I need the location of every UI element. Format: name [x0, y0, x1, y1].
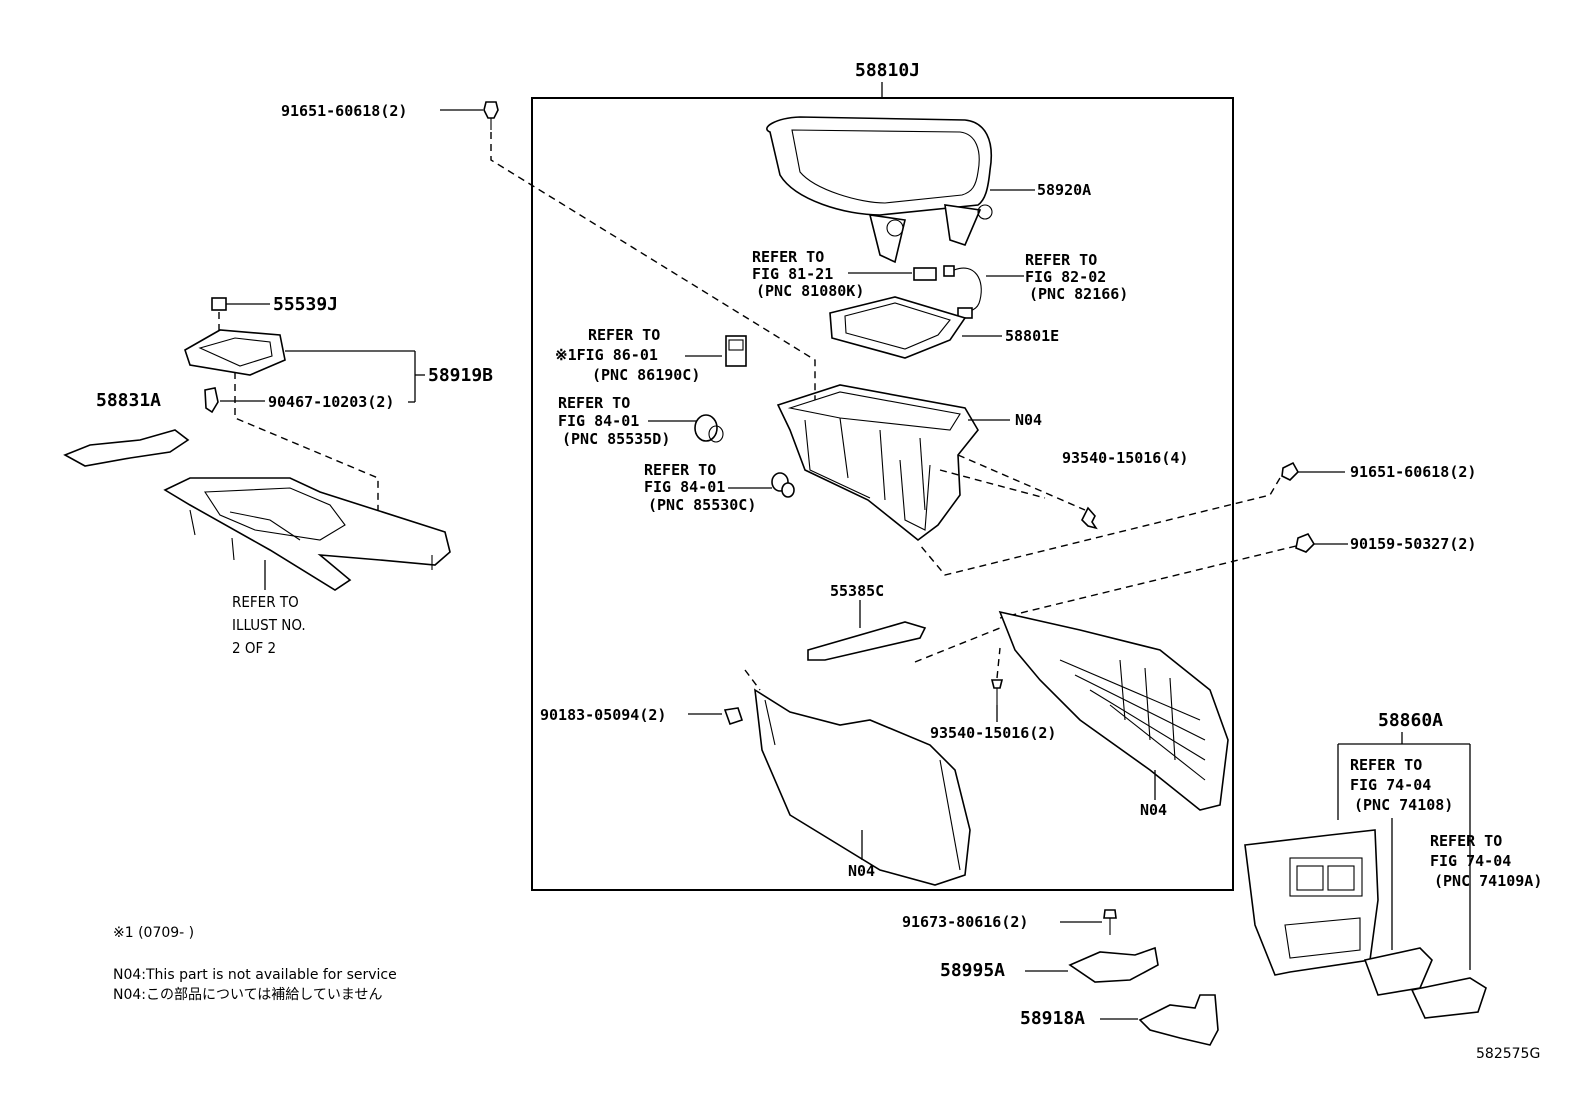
- inner-tray: [829, 296, 967, 359]
- refer-fig-84-01-b: REFER TO FIG 84-01 (PNC 85530C): [644, 461, 756, 514]
- label-bracket-58995a: 58995A: [940, 960, 1005, 981]
- note-n04-en: N04:This part is not available for servi…: [113, 967, 397, 983]
- svg-text:REFER TO: REFER TO: [232, 593, 299, 611]
- svg-text:REFER TO: REFER TO: [558, 394, 630, 412]
- svg-text:REFER TO: REFER TO: [1350, 756, 1422, 774]
- refer-fig-81-21: REFER TO FIG 81-21 (PNC 81080K): [752, 248, 864, 300]
- svg-text:REFER TO: REFER TO: [1025, 251, 1097, 269]
- label-side-panel-right: N04: [1140, 801, 1167, 819]
- bracket-55385c: [807, 621, 927, 661]
- label-right-bolt: 91651-60618(2): [1350, 463, 1476, 481]
- label-nut-clip: 90183-05094(2): [540, 706, 666, 724]
- svg-text:(PNC 85535D): (PNC 85535D): [562, 430, 670, 448]
- svg-text:(PNC 74109A): (PNC 74109A): [1434, 872, 1542, 890]
- svg-text:FIG 74-04: FIG 74-04: [1350, 776, 1431, 794]
- rear-insert-a: [1363, 947, 1433, 996]
- bracket-58995a: [1068, 946, 1159, 983]
- refer-fig-84-01-a: REFER TO FIG 84-01 (PNC 85535D): [558, 394, 670, 448]
- label-screw-2: 93540-15016(2): [930, 724, 1056, 742]
- svg-text:REFER TO: REFER TO: [1430, 832, 1502, 850]
- side-panel-right: [998, 610, 1229, 811]
- svg-text:FIG 81-21: FIG 81-21: [752, 265, 833, 283]
- label-clip-90467: 90467-10203(2): [268, 393, 394, 411]
- console-top-panel: [163, 477, 451, 591]
- rear-vent-panel: [1244, 829, 1379, 976]
- svg-text:ILLUST NO.: ILLUST NO.: [232, 616, 306, 634]
- svg-text:FIG 74-04: FIG 74-04: [1430, 852, 1511, 870]
- label-trim-58831a: 58831A: [96, 390, 161, 411]
- label-console-box-body: N04: [1015, 411, 1042, 429]
- svg-text:(PNC 85530C): (PNC 85530C): [648, 496, 756, 514]
- label-bolt-91673: 91673-80616(2): [902, 913, 1028, 931]
- trim-58831a: [63, 429, 190, 467]
- bracket-58918a: [1138, 994, 1219, 1046]
- shift-panel: [184, 329, 286, 376]
- label-screw-4: 93540-15016(4): [1062, 449, 1188, 467]
- armrest-lid: [766, 116, 993, 264]
- assembly-label: 58810J: [855, 60, 920, 81]
- refer-fig-74-04-b: REFER TO FIG 74-04 (PNC 74109A): [1430, 832, 1542, 890]
- label-rear-panel: 58860A: [1378, 710, 1443, 731]
- svg-text:REFER TO: REFER TO: [588, 326, 660, 344]
- label-armrest-lid: 58920A: [1037, 181, 1091, 199]
- svg-text:(PNC 82166): (PNC 82166): [1029, 285, 1128, 303]
- label-plug: 55539J: [273, 294, 338, 315]
- label-right-screw: 90159-50327(2): [1350, 535, 1476, 553]
- note-n04-jp: N04:この部品については補給していません: [113, 987, 382, 1003]
- label-side-panel-left: N04: [848, 862, 875, 880]
- figure-code: 582575G: [1476, 1046, 1540, 1062]
- svg-text:※1FIG 86-01: ※1FIG 86-01: [555, 346, 658, 364]
- console-box-body: [776, 384, 979, 542]
- svg-text:FIG 82-02: FIG 82-02: [1025, 268, 1106, 286]
- label-inner-tray: 58801E: [1005, 327, 1059, 345]
- label-bracket-58918a: 58918A: [1020, 1008, 1085, 1029]
- refer-fig-74-04-a: REFER TO FIG 74-04 (PNC 74108): [1350, 756, 1453, 814]
- svg-text:FIG 84-01: FIG 84-01: [558, 412, 639, 430]
- label-shift-panel: 58919B: [428, 365, 493, 386]
- label-front-bolt: 91651-60618(2): [281, 102, 407, 120]
- refer-illust: REFER TO ILLUST NO. 2 OF 2: [232, 593, 306, 657]
- svg-text:2 OF 2: 2 OF 2: [232, 639, 276, 657]
- svg-text:(PNC 86190C): (PNC 86190C): [592, 366, 700, 384]
- refer-fig-86-01: REFER TO ※1FIG 86-01 (PNC 86190C): [555, 326, 700, 384]
- rear-insert-b: [1410, 977, 1487, 1019]
- side-panel-left: [754, 688, 971, 886]
- svg-text:REFER TO: REFER TO: [644, 461, 716, 479]
- svg-text:FIG 84-01: FIG 84-01: [644, 478, 725, 496]
- footnote-1: ※1 (0709- ): [113, 925, 194, 941]
- refer-fig-82-02: REFER TO FIG 82-02 (PNC 82166): [1025, 251, 1128, 303]
- svg-text:REFER TO: REFER TO: [752, 248, 824, 266]
- label-bracket-55385c: 55385C: [830, 582, 884, 600]
- svg-text:(PNC 74108): (PNC 74108): [1354, 796, 1453, 814]
- svg-text:(PNC 81080K): (PNC 81080K): [756, 282, 864, 300]
